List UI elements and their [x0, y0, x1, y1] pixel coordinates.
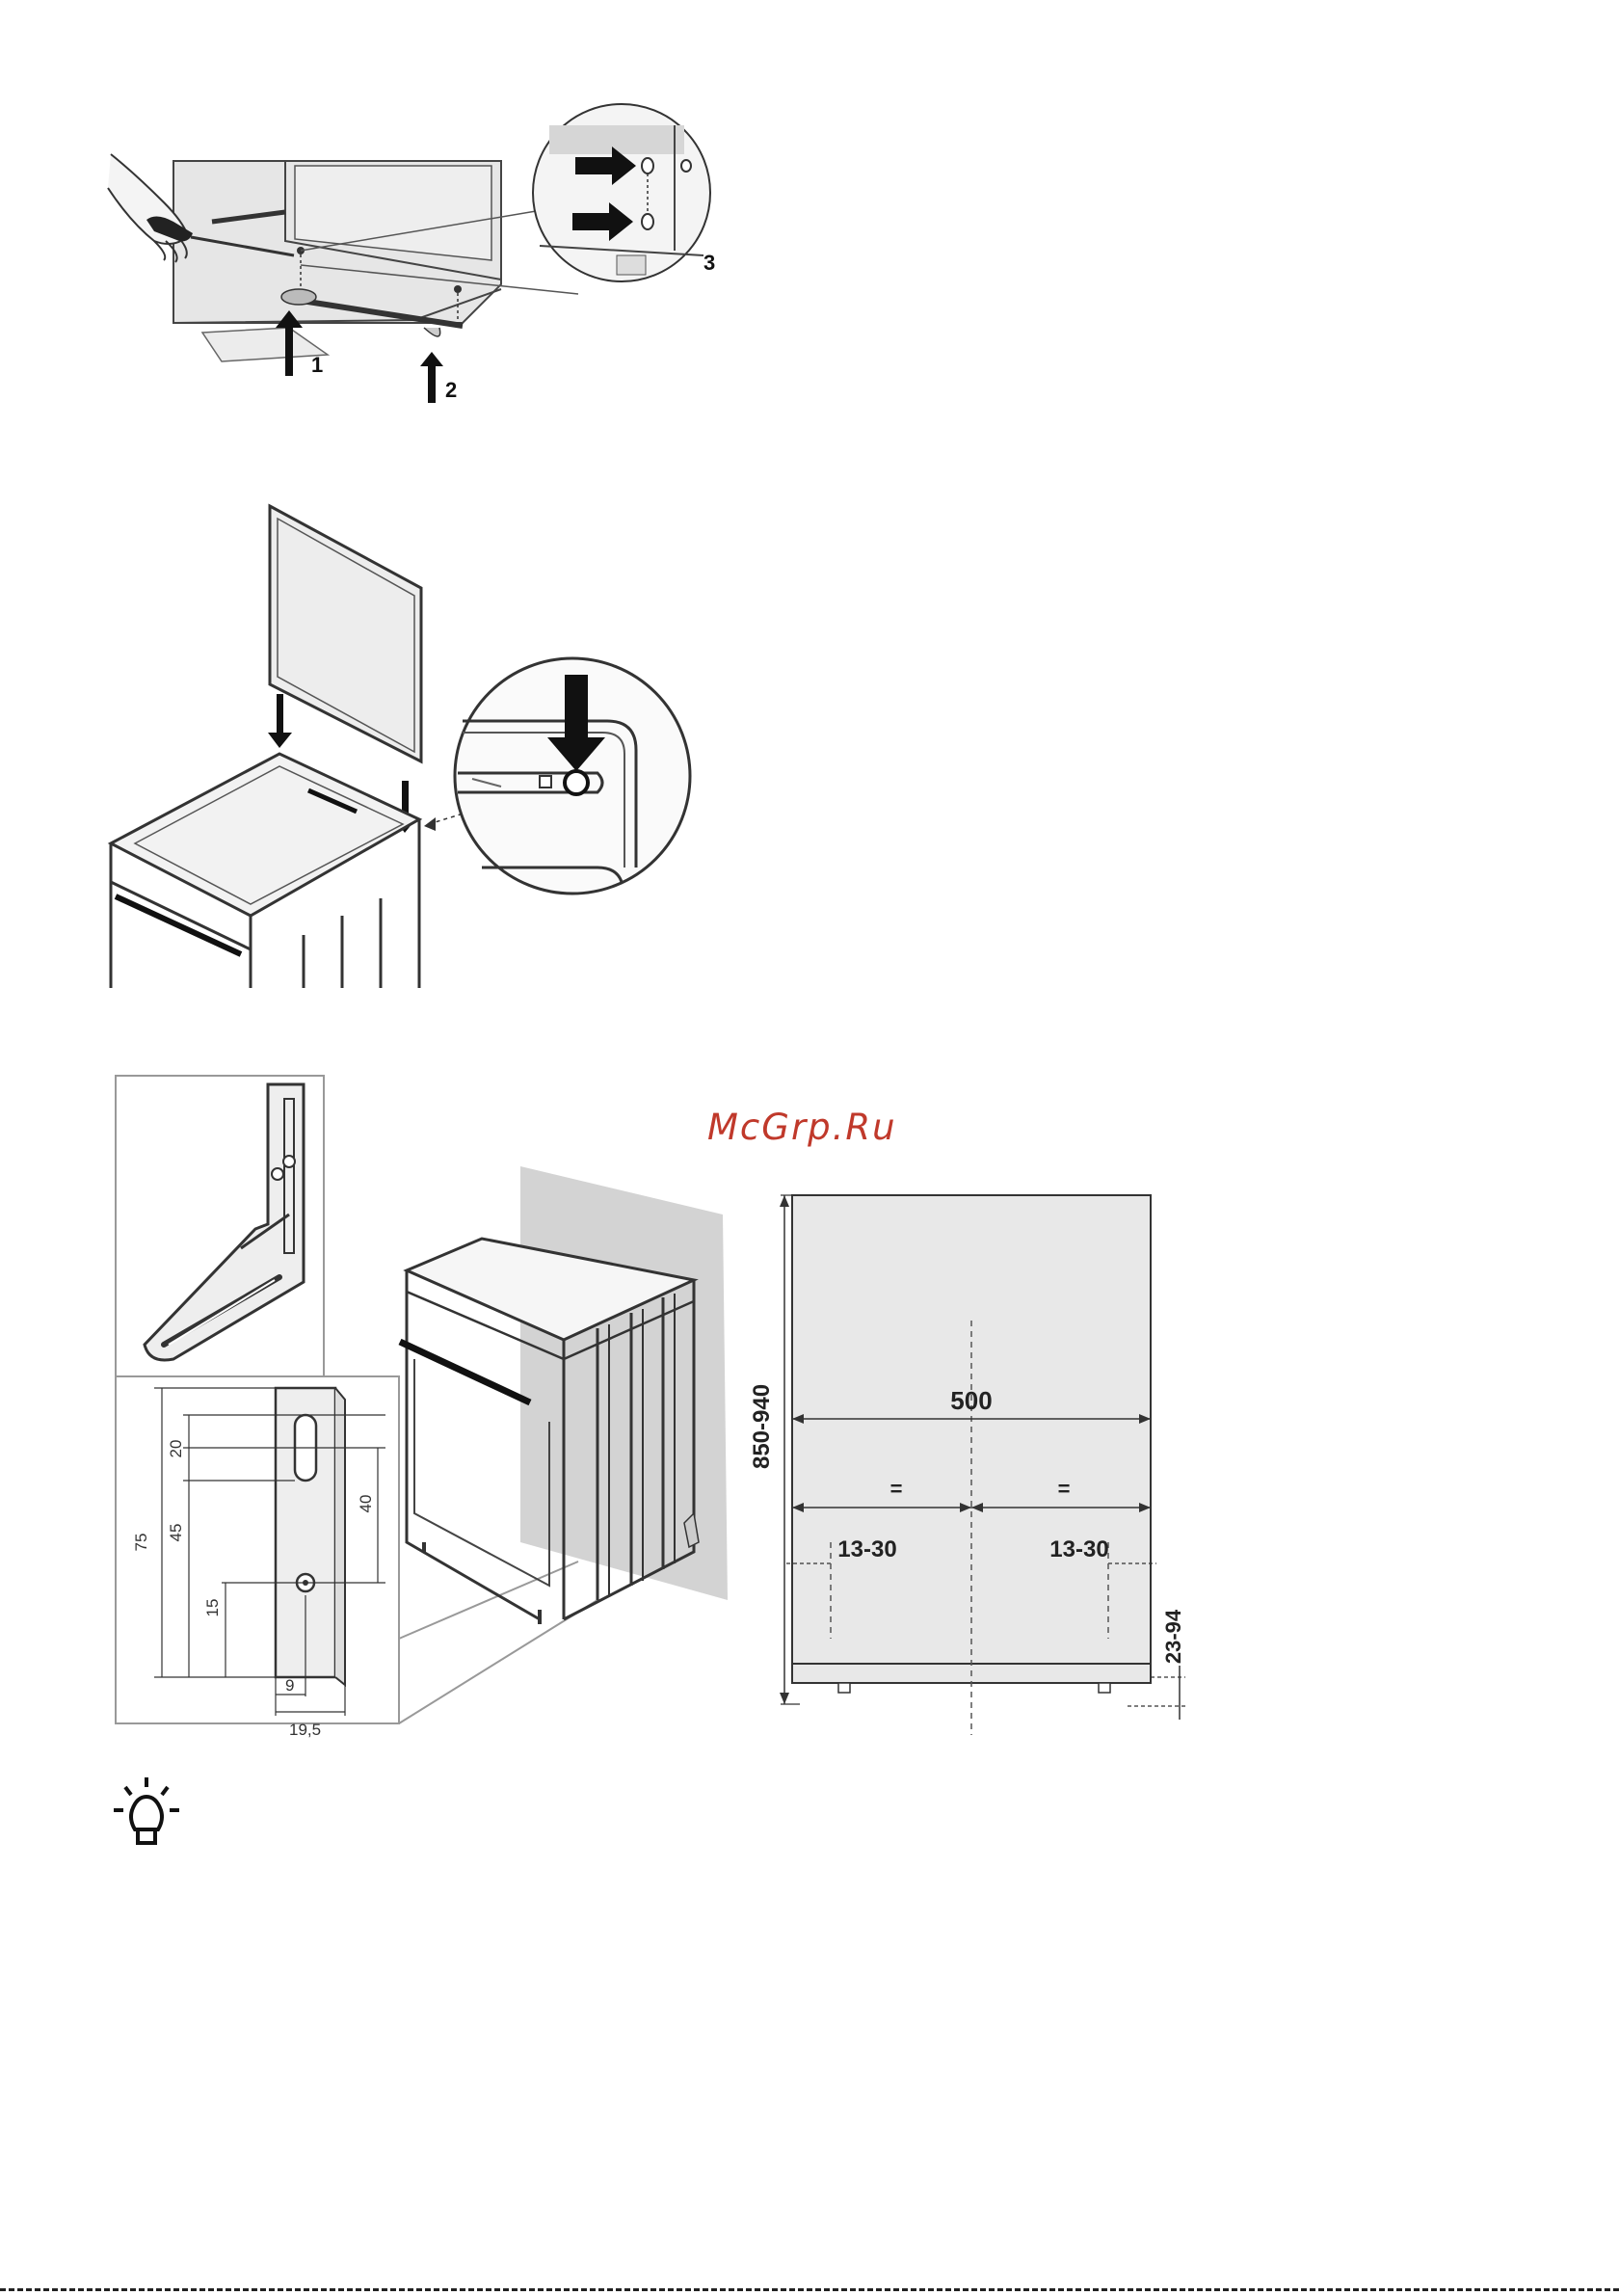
dim-45: 45 — [167, 1524, 185, 1542]
arrow-up-icon — [420, 352, 443, 403]
callout-2: 2 — [445, 378, 457, 402]
callout-3: 3 — [703, 251, 715, 275]
leg-installation-drawing: 1 2 3 — [96, 96, 732, 414]
anti-tilt-bracket-drawing: 75 20 45 15 40 9 19,5 — [106, 1060, 1205, 1754]
dim-right-offset: 13-30 — [1049, 1536, 1108, 1562]
dim-40: 40 — [357, 1495, 375, 1513]
dim-half-left: = — [890, 1477, 903, 1501]
zoom-detail-circle — [533, 104, 710, 281]
figure-lid-installation — [96, 501, 713, 993]
watermark: McGrp.Ru — [707, 1107, 897, 1148]
dim-9: 9 — [285, 1676, 294, 1695]
figure-anti-tilt-bracket: 75 20 45 15 40 9 19,5 — [106, 1060, 1205, 1754]
lid-installation-drawing — [96, 501, 713, 993]
dim-bottom-offset: 23-94 — [1161, 1609, 1185, 1664]
cabinet-elevation — [780, 1195, 1185, 1735]
dim-height: 850-940 — [749, 1384, 775, 1469]
dim-half-right: = — [1058, 1477, 1071, 1501]
dim-20: 20 — [167, 1440, 185, 1458]
arrow-down-icon — [268, 694, 292, 748]
dim-15: 15 — [203, 1599, 222, 1617]
dim-left-offset: 13-30 — [837, 1536, 896, 1562]
dim-75: 75 — [132, 1534, 150, 1552]
footer-divider — [0, 2288, 1619, 2291]
dim-width: 500 — [950, 1386, 992, 1415]
magnifier-circle — [455, 658, 690, 894]
figure-leg-installation: 1 2 3 — [96, 96, 732, 414]
lightbulb-icon — [108, 1774, 185, 1851]
callout-1: 1 — [311, 353, 323, 377]
dim-19-5: 19,5 — [289, 1721, 321, 1739]
bracket-dimension-box — [116, 1376, 399, 1723]
